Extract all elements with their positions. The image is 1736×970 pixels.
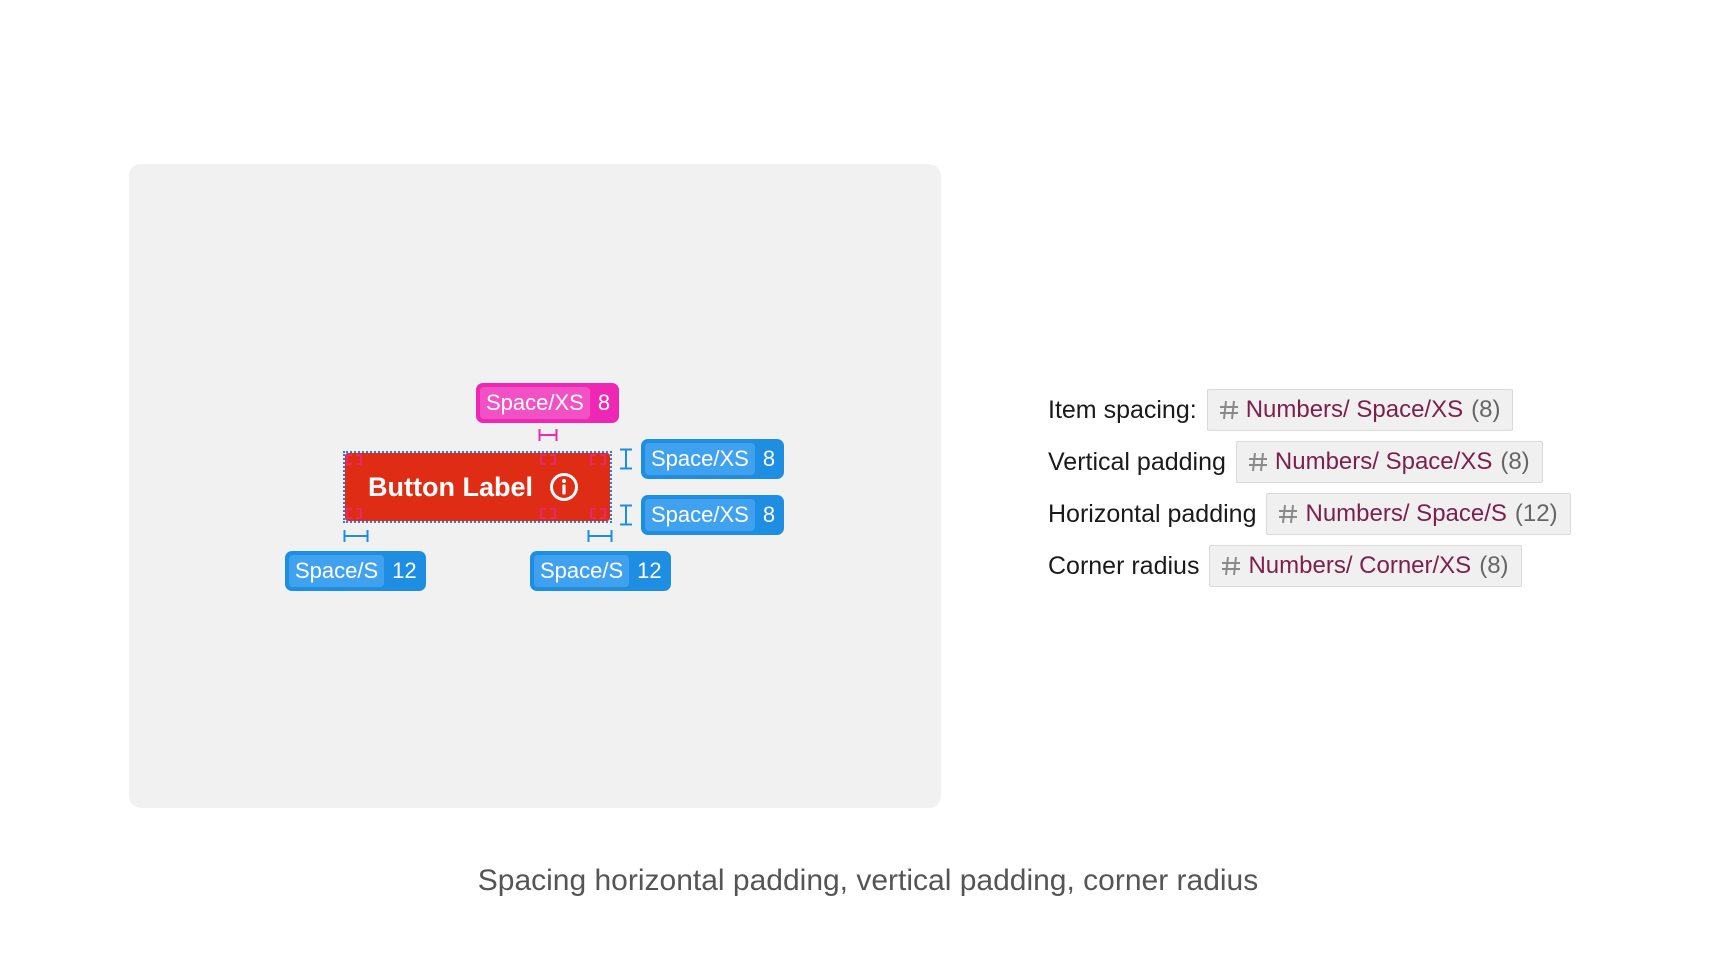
- property-label: Corner radius: [1048, 551, 1200, 580]
- item-spacing-tag[interactable]: Space/XS 8: [476, 383, 620, 423]
- vertical-padding-bottom-token-value: 8: [762, 502, 776, 527]
- variable-value: (12): [1514, 500, 1558, 527]
- variable-path: Numbers/ Space/XS: [1245, 396, 1464, 423]
- variable-path: Numbers/ Space/S: [1305, 500, 1507, 527]
- horizontal-padding-left-marker: [343, 530, 369, 542]
- variable-value: (8): [1500, 448, 1530, 475]
- vertical-padding-top-token-value: 8: [762, 446, 776, 471]
- vertical-padding-bottom-token-name: Space/XS: [645, 499, 755, 531]
- corner-guide: [590, 508, 606, 519]
- horizontal-padding-left-token-name: Space/S: [289, 555, 385, 587]
- variable-chip[interactable]: Numbers/ Space/S (12): [1266, 493, 1571, 535]
- corner-guide: [540, 454, 556, 465]
- vertical-padding-top-token-name: Space/XS: [645, 443, 755, 475]
- property-label: Item spacing:: [1048, 395, 1197, 424]
- item-spacing-token-value: 8: [597, 390, 611, 415]
- variable-value: (8): [1479, 552, 1509, 579]
- property-item-spacing: Item spacing: Numbers/ Space/XS (8): [1048, 389, 1514, 431]
- vertical-padding-bottom-tag[interactable]: Space/XS 8: [641, 495, 785, 535]
- sample-button[interactable]: Button Label: [345, 453, 610, 521]
- horizontal-padding-right-tag[interactable]: Space/S 12: [530, 551, 671, 591]
- horizontal-padding-right-marker: [587, 530, 613, 542]
- button-label: Button Label: [368, 471, 533, 502]
- item-spacing-marker: [538, 429, 558, 441]
- slide-caption: Spacing horizontal padding, vertical pad…: [477, 864, 1259, 897]
- variable-value: (8): [1471, 396, 1501, 423]
- corner-guide: [346, 508, 362, 519]
- info-icon: [549, 473, 578, 501]
- corner-guide: [540, 508, 556, 519]
- hash-icon: [1219, 400, 1238, 420]
- property-horizontal-padding: Horizontal padding Numbers/ Space/S (12): [1048, 493, 1571, 535]
- property-vertical-padding: Vertical padding Numbers/ Space/XS (8): [1048, 441, 1543, 483]
- horizontal-padding-left-token-value: 12: [392, 558, 417, 583]
- horizontal-padding-right-token-value: 12: [637, 558, 662, 583]
- property-label: Vertical padding: [1048, 447, 1226, 476]
- vertical-padding-top-marker: [620, 448, 632, 470]
- horizontal-padding-right-token-name: Space/S: [534, 555, 630, 587]
- vertical-padding-bottom-marker: [620, 504, 632, 526]
- corner-guide: [590, 454, 606, 465]
- variable-chip[interactable]: Numbers/ Space/XS (8): [1206, 389, 1514, 431]
- hash-icon: [1248, 452, 1267, 472]
- property-label: Horizontal padding: [1048, 499, 1257, 528]
- horizontal-padding-left-tag[interactable]: Space/S 12: [285, 551, 426, 591]
- variable-path: Numbers/ Corner/XS: [1248, 552, 1472, 579]
- vertical-padding-top-tag[interactable]: Space/XS 8: [641, 439, 785, 479]
- property-corner-radius: Corner radius Numbers/ Corner/XS (8): [1048, 545, 1522, 587]
- item-spacing-token-name: Space/XS: [480, 387, 590, 419]
- variable-path: Numbers/ Space/XS: [1274, 448, 1493, 475]
- variable-chip[interactable]: Numbers/ Space/XS (8): [1235, 441, 1543, 483]
- variable-chip[interactable]: Numbers/ Corner/XS (8): [1209, 545, 1522, 587]
- corner-guide: [346, 454, 362, 465]
- hash-icon: [1279, 504, 1298, 524]
- hash-icon: [1222, 556, 1241, 576]
- button-selection-frame: [343, 451, 612, 523]
